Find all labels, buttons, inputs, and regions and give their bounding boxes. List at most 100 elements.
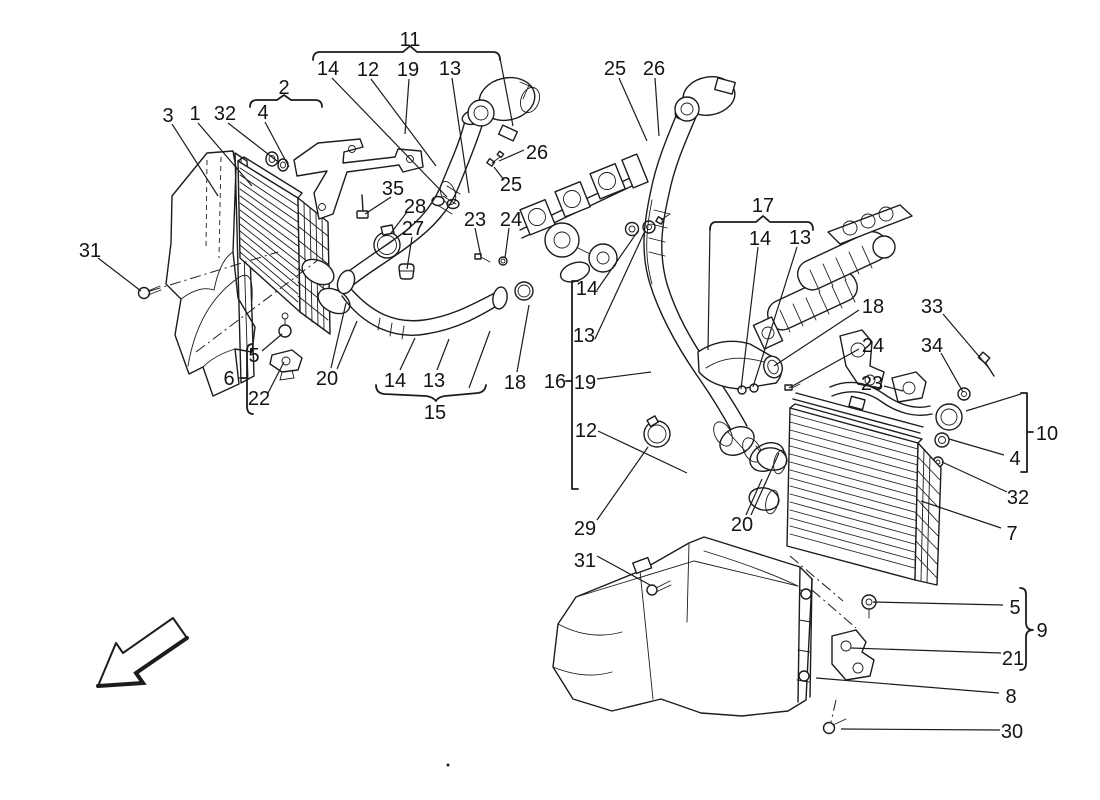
mount-ring <box>935 403 963 431</box>
right-downpipe <box>643 103 785 472</box>
leader-line <box>493 166 505 181</box>
leader-line <box>504 227 510 259</box>
callout-14: 14 <box>749 228 771 250</box>
phantom-line <box>830 699 837 723</box>
leader-line <box>872 601 1004 606</box>
screw <box>486 157 496 167</box>
callout-27: 27 <box>402 218 424 240</box>
callout-8: 8 <box>1005 686 1016 708</box>
leader-line <box>850 647 1002 654</box>
left-intercooler <box>237 156 351 381</box>
leader-line <box>436 338 450 371</box>
callout-23: 23 <box>861 373 883 395</box>
callout-13: 13 <box>423 370 445 392</box>
group-bracket-10 <box>1020 392 1034 473</box>
callout-14: 14 <box>384 370 406 392</box>
washer <box>277 158 289 172</box>
callout-19: 19 <box>574 372 596 394</box>
duct-bracket <box>831 629 875 681</box>
leader-line <box>618 77 648 142</box>
leader-line <box>336 320 358 370</box>
clamp-bracket <box>891 371 927 403</box>
leader-line <box>840 728 1001 731</box>
leader-line <box>399 337 416 371</box>
callout-5: 5 <box>248 345 259 367</box>
gasket-ring <box>763 355 783 379</box>
leader-line <box>883 385 904 392</box>
group-bracket-6 <box>239 343 254 415</box>
hose-elbow <box>719 426 755 456</box>
leader-line <box>920 500 1002 529</box>
callout-18: 18 <box>504 372 526 394</box>
gasket-ring <box>624 221 640 237</box>
left-bolt-31 <box>137 285 162 300</box>
group-bracket-15 <box>375 384 487 402</box>
leader-line <box>370 78 437 167</box>
callout-24: 24 <box>500 209 522 231</box>
callout-10: 10 <box>1036 423 1058 445</box>
callout-13: 13 <box>439 58 461 80</box>
top-mount-bracket <box>265 138 424 220</box>
right-engine-manifold <box>697 204 927 403</box>
leader-line <box>404 78 410 135</box>
group-bracket-16 <box>565 280 579 490</box>
leader-line <box>948 438 1005 456</box>
leader-line <box>390 211 408 234</box>
leader-line <box>745 478 763 516</box>
callout-26: 26 <box>643 58 665 80</box>
leader-line <box>197 122 253 187</box>
callout-30: 30 <box>1001 721 1023 743</box>
right-turbocharger <box>674 76 736 122</box>
callout-21: 21 <box>1002 648 1024 670</box>
washer <box>957 387 971 401</box>
callout-33: 33 <box>921 296 943 318</box>
callout-20: 20 <box>316 368 338 390</box>
leader-line <box>596 555 651 586</box>
callout-31: 31 <box>79 240 101 262</box>
callout-14: 14 <box>576 278 598 300</box>
callout-13: 13 <box>789 227 811 249</box>
right-intercooler <box>748 392 942 586</box>
callout-20: 20 <box>731 514 753 536</box>
leader-line <box>330 302 347 369</box>
bolt <box>822 721 836 735</box>
lower-bracket <box>269 349 303 373</box>
callout-12: 12 <box>357 59 379 81</box>
leader-line <box>654 77 660 137</box>
callout-28: 28 <box>404 196 426 218</box>
callout-32: 32 <box>214 103 236 125</box>
turbo-housing <box>544 222 580 258</box>
callout-16: 16 <box>544 371 566 393</box>
leader-line <box>707 226 711 351</box>
phantom-line <box>195 259 319 353</box>
callout-17: 17 <box>752 195 774 217</box>
group-bracket-11 <box>312 45 501 61</box>
leader-line <box>965 393 1022 412</box>
leader-line <box>264 121 290 168</box>
bolt <box>984 361 995 377</box>
leader-line <box>499 57 514 127</box>
leader-line <box>498 149 525 162</box>
callout-13: 13 <box>573 325 595 347</box>
group-bracket-9 <box>1019 587 1034 671</box>
leader-line <box>942 313 989 368</box>
left-engine-manifold <box>519 153 671 283</box>
direction-arrow <box>97 617 188 687</box>
phantom-line <box>789 555 844 602</box>
washer <box>498 256 508 266</box>
callout-25: 25 <box>500 174 522 196</box>
small-parts-left <box>356 150 508 280</box>
callout-31: 31 <box>574 550 596 572</box>
intercooler-hose-stub <box>301 258 335 286</box>
leader-line <box>940 352 964 393</box>
leader-line <box>596 446 649 521</box>
leader-line <box>474 227 482 258</box>
callout-35: 35 <box>382 178 404 200</box>
stud <box>737 385 747 395</box>
phantom-line <box>811 589 857 629</box>
leader-line <box>227 122 278 162</box>
leader-line <box>406 236 413 270</box>
leader-line <box>261 333 283 352</box>
callout-19: 19 <box>397 59 419 81</box>
mount-peg <box>798 670 810 682</box>
